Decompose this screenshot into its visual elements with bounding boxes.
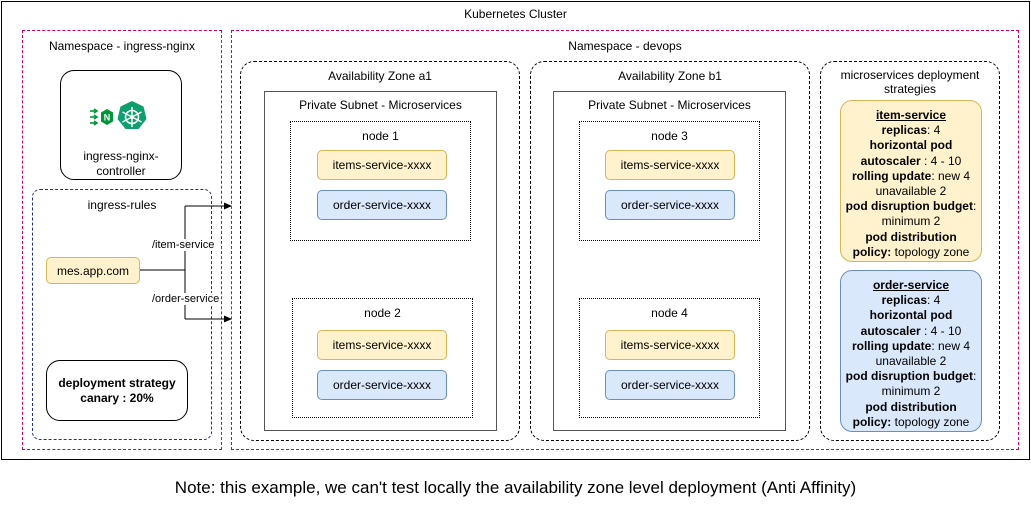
namespace-ingress-nginx <box>22 30 222 450</box>
controller-icons: N <box>90 100 152 134</box>
pdp-value: topology zone <box>891 244 970 259</box>
pdp-key: policy: <box>852 414 892 429</box>
replicas-value: : 4 <box>927 123 941 138</box>
order-service-pod: order-service-xxxx <box>605 190 735 220</box>
pdp-key: pod distribution <box>865 229 957 244</box>
subnet-b1-title: Private Subnet - Microservices <box>588 98 751 112</box>
namespace-devops <box>231 30 1019 450</box>
availability-zone-a1 <box>240 61 520 441</box>
node-4 <box>579 298 760 418</box>
arrows-icon <box>90 108 99 126</box>
rolling-update-value: unavailable 2 <box>875 354 947 369</box>
node-4-title: node 4 <box>651 306 688 320</box>
namespace-ingress-title: Namespace - ingress-nginx <box>48 39 196 53</box>
replicas-key: replicas <box>881 293 928 308</box>
node-1 <box>290 121 471 241</box>
rolling-update-value: : new 4 <box>931 338 971 353</box>
items-service-pod: items-service-xxxx <box>605 150 735 180</box>
pdb-key: pod disruption budget <box>845 369 973 384</box>
item-service-strategy-card: item-service replicas: 4 horizontal pod … <box>840 100 982 262</box>
node-2-title: node 2 <box>364 306 401 320</box>
pdb-colon: : <box>972 199 977 214</box>
route-item-service: /item-service <box>152 239 215 251</box>
order-service-pod: order-service-xxxx <box>605 370 735 400</box>
rolling-update-key: rolling update <box>851 168 932 183</box>
strategies-title-line1: microservices deployment <box>840 68 980 82</box>
deployment-strategy-line2: canary : 20% <box>80 391 154 405</box>
deployment-strategies-panel <box>820 61 1000 441</box>
items-service-pod: items-service-xxxx <box>317 330 447 360</box>
ingress-rules-title: ingress-rules <box>87 198 157 212</box>
namespace-devops-title: Namespace - devops <box>568 39 682 53</box>
pdp-key: pod distribution <box>865 399 957 414</box>
nginx-kubernetes-icon: N <box>90 101 147 129</box>
hpa-value: : 4 - 10 <box>920 153 962 168</box>
hpa-key: horizontal pod <box>869 308 953 323</box>
pdp-key: policy: <box>852 244 892 259</box>
route-order-service: /order-service <box>152 293 220 305</box>
controller-label-line1: ingress-nginx- <box>83 149 159 163</box>
pdb-key: pod disruption budget <box>845 199 973 214</box>
pdp-value: topology zone <box>891 414 970 429</box>
pdb-value: minimum 2 <box>881 214 941 229</box>
zone-a1-title: Availability Zone a1 <box>328 69 432 83</box>
items-service-pod: items-service-xxxx <box>605 330 735 360</box>
availability-zone-b1 <box>530 61 810 441</box>
strategies-title-line2: strategies <box>883 82 937 96</box>
private-subnet-a1 <box>264 91 497 431</box>
order-service-strategy-card: order-service replicas: 4 horizontal pod… <box>840 270 982 432</box>
cluster-title: Kubernetes Cluster <box>464 7 567 21</box>
replicas-value: : 4 <box>927 293 941 308</box>
pdb-colon: : <box>972 369 977 384</box>
node-3-title: node 3 <box>651 129 688 143</box>
zone-b1-title: Availability Zone b1 <box>618 69 722 83</box>
deployment-strategy-line1: deployment strategy <box>58 376 176 390</box>
kubernetes-cluster <box>1 1 1030 460</box>
hpa-value: : 4 - 10 <box>920 323 962 338</box>
order-service-pod: order-service-xxxx <box>317 370 447 400</box>
pdb-value: minimum 2 <box>881 384 941 399</box>
ingress-rules <box>32 189 212 440</box>
arrow-head-icon <box>224 315 232 323</box>
svg-text:N: N <box>104 113 111 123</box>
footer-note: Note: this example, we can't test locall… <box>174 478 857 497</box>
node-3 <box>579 121 760 241</box>
node-1-title: node 1 <box>362 129 399 143</box>
nginx-icon <box>101 109 113 125</box>
ingress-routing-connectors <box>140 202 232 323</box>
service-name: order-service <box>872 278 950 292</box>
subnet-a1-title: Private Subnet - Microservices <box>299 98 462 112</box>
rolling-update-value: unavailable 2 <box>875 184 947 199</box>
arrow-head-icon <box>224 202 232 210</box>
private-subnet-b1 <box>553 91 786 431</box>
service-name: item-service <box>875 108 947 122</box>
node-2 <box>292 298 473 418</box>
host-mes-app-com: mes.app.com <box>46 257 140 284</box>
hpa-key: autoscaler <box>860 323 921 338</box>
rolling-update-value: : new 4 <box>931 168 971 183</box>
rolling-update-key: rolling update <box>851 338 932 353</box>
controller-label-line2: controller <box>96 164 146 178</box>
hpa-key: autoscaler <box>860 153 921 168</box>
ingress-nginx-controller <box>60 70 182 180</box>
hpa-key: horizontal pod <box>869 138 953 153</box>
replicas-key: replicas <box>881 123 928 138</box>
order-service-pod: order-service-xxxx <box>317 190 447 220</box>
items-service-pod: items-service-xxxx <box>317 150 447 180</box>
deployment-strategy-box <box>46 360 188 421</box>
